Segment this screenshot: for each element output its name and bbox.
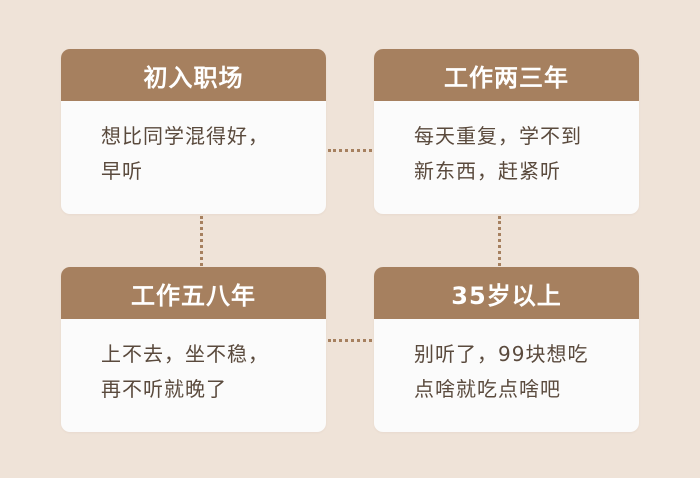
card-text-line: 早听 [101,159,143,183]
card-text-line: 别听了，99块想吃 [414,342,589,366]
card-body: 每天重复，学不到 新东西，赶紧听 [374,101,639,189]
card-text-line: 新东西，赶紧听 [414,159,561,183]
card-title: 工作五八年 [61,267,326,319]
card-text-line: 想比同学混得好， [101,124,269,148]
card-body: 上不去，坐不稳， 再不听就晚了 [61,319,326,407]
card-body: 想比同学混得好， 早听 [61,101,326,189]
card-text-line: 上不去，坐不稳， [101,342,269,366]
card-over-35: 35岁以上 别听了，99块想吃 点啥就吃点啥吧 [374,267,639,432]
card-text-line: 再不听就晚了 [101,377,227,401]
card-body: 别听了，99块想吃 点啥就吃点啥吧 [374,319,639,407]
connector-bottom [328,339,372,342]
card-title: 工作两三年 [374,49,639,101]
card-text-line: 点啥就吃点啥吧 [414,377,561,401]
card-five-eight-years: 工作五八年 上不去，坐不稳， 再不听就晚了 [61,267,326,432]
card-title: 初入职场 [61,49,326,101]
card-text-line: 每天重复，学不到 [414,124,582,148]
connector-right [498,216,501,266]
card-title: 35岁以上 [374,267,639,319]
card-two-three-years: 工作两三年 每天重复，学不到 新东西，赶紧听 [374,49,639,214]
card-entry-level: 初入职场 想比同学混得好， 早听 [61,49,326,214]
connector-top [328,149,372,152]
connector-left [200,216,203,266]
